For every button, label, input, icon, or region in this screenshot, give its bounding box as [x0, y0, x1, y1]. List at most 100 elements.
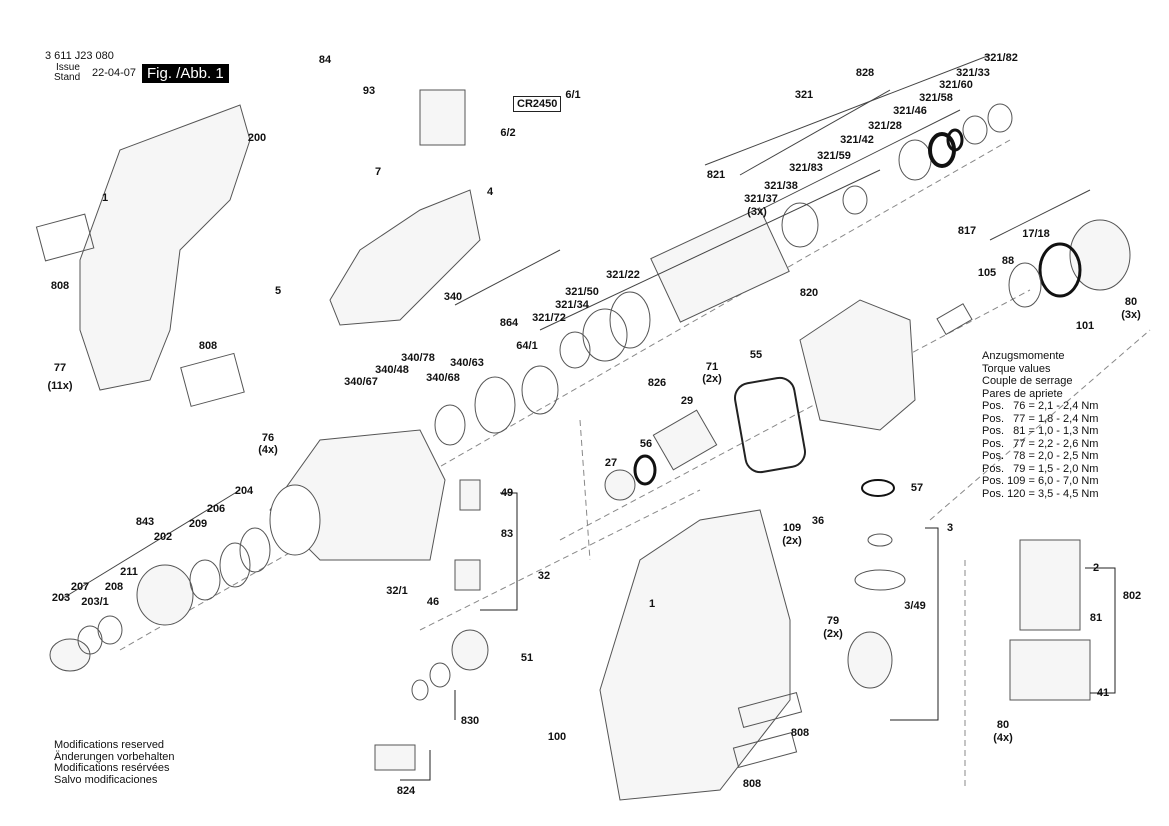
part-label: 6/2 — [500, 127, 516, 139]
part-label: 321 — [794, 89, 814, 101]
part-label: (3x) — [747, 206, 767, 218]
part-label: 5 — [274, 285, 282, 297]
part-label: 109 — [782, 522, 802, 534]
part-label: 36 — [811, 515, 825, 527]
part-label: 71 — [705, 361, 719, 373]
part-label: 204 — [234, 485, 254, 497]
part-label: 202 — [153, 531, 173, 543]
part-label: 6/1 — [565, 89, 581, 101]
torque-title-en: Torque values — [982, 362, 1051, 375]
part-label: 203 — [51, 592, 71, 604]
footer-line: Modifications resérvées — [54, 762, 170, 774]
part-label: 56 — [639, 438, 653, 450]
part-label: 211 — [120, 566, 138, 578]
part-label: 100 — [547, 731, 567, 743]
part-label: 321/38 — [764, 180, 798, 192]
part-label: 321/82 — [984, 52, 1018, 64]
part-label: (2x) — [823, 628, 843, 640]
part-label: 101 — [1075, 320, 1095, 332]
part-label: 32 — [537, 570, 551, 582]
part-label: 57 — [910, 482, 924, 494]
part-label: 203/1 — [81, 596, 109, 608]
torque-row: Pos. 79 = 1,5 - 2,0 Nm — [982, 462, 1099, 475]
part-label: 340/78 — [401, 352, 435, 364]
part-label: 808 — [198, 340, 218, 352]
torque-row: Pos. 78 = 2,0 - 2,5 Nm — [982, 450, 1099, 462]
part-label: 80 — [996, 719, 1010, 731]
battery-label: CR2450 — [513, 96, 562, 112]
torque-title-fr: Couple de serrage — [982, 375, 1073, 387]
footer-notice: Modifications reserved Änderungen vorbeh… — [54, 739, 175, 786]
part-label: 1 — [648, 598, 656, 610]
part-label: 321/42 — [840, 134, 874, 146]
part-label: 88 — [1001, 255, 1015, 267]
torque-table: Anzugsmomente Torque values Couple de se… — [982, 350, 1098, 500]
part-label: 64/1 — [516, 340, 538, 352]
part-label: 3/49 — [904, 600, 926, 612]
part-label: 321/83 — [789, 162, 823, 174]
part-label: 321/72 — [532, 312, 566, 324]
part-label: 200 — [247, 132, 267, 144]
part-label: 55 — [749, 349, 763, 361]
gear-housing — [799, 299, 916, 431]
part-label: 340 — [443, 291, 463, 303]
part-label: (11x) — [47, 380, 73, 392]
part-label: 29 — [680, 395, 694, 407]
part-label: 340/63 — [450, 357, 484, 369]
part-label: (3x) — [1121, 309, 1141, 321]
part-label: 321/33 — [956, 67, 990, 79]
part-label: (2x) — [782, 535, 802, 547]
torque-row: Pos. 81 = 1,0 - 1,3 Nm — [982, 425, 1099, 437]
part-label: 207 — [70, 581, 90, 593]
part-label: 80 — [1124, 296, 1138, 308]
part-label: 802 — [1122, 590, 1142, 602]
part-label: 32/1 — [386, 585, 408, 597]
part-label: 321/22 — [606, 269, 640, 281]
part-label: 27 — [604, 457, 618, 469]
part-label: 77 — [53, 362, 67, 374]
footer-line: Modifications reserved — [54, 739, 165, 751]
part-label: 808 — [742, 778, 762, 790]
part-label: 340/48 — [375, 364, 409, 376]
document-number: 3 611 J23 080 — [45, 50, 114, 62]
torque-row: Pos. 76 = 2,1 - 2,4 Nm — [982, 400, 1099, 412]
part-label: 864 — [499, 317, 519, 329]
part-label: 808 — [50, 280, 70, 292]
part-label: 824 — [396, 785, 416, 797]
part-label: 209 — [188, 518, 208, 530]
part-label: 79 — [826, 615, 840, 627]
issue-date: 22-04-07 — [92, 67, 137, 79]
figure-label: Fig. /Abb. 1 — [142, 64, 229, 83]
part-label: 340/68 — [426, 372, 460, 384]
part-label: 93 — [362, 85, 376, 97]
stand-label: Stand — [54, 72, 81, 83]
torque-row: Pos. 77 = 1,8 - 2,4 Nm — [982, 412, 1099, 425]
part-label: 83 — [500, 528, 514, 540]
part-label: 321/34 — [555, 299, 589, 311]
footer-line: Änderungen vorbehalten — [54, 750, 175, 763]
part-label: 4 — [486, 186, 494, 198]
part-label: 81 — [1089, 612, 1103, 624]
part-label: 321/59 — [817, 150, 851, 162]
part-label: 821 — [706, 169, 726, 181]
part-label: 76 — [261, 432, 275, 444]
part-label: 321/60 — [939, 79, 973, 91]
part-label: 49 — [500, 487, 514, 499]
issue-label: Issue — [56, 62, 80, 73]
part-label: 46 — [426, 596, 440, 608]
part-label: 1 — [101, 192, 109, 204]
part-label: 3 — [946, 522, 954, 534]
bracket-4 — [329, 189, 481, 326]
part-label: 820 — [799, 287, 819, 299]
part-label: 105 — [977, 267, 997, 279]
torque-row: Pos. 109 = 6,0 - 7,0 Nm — [982, 475, 1099, 487]
part-label: 41 — [1096, 687, 1110, 699]
part-label: 321/50 — [565, 286, 599, 298]
part-label: 817 — [957, 225, 977, 237]
part-label: 321/58 — [919, 92, 953, 104]
housing-left — [79, 104, 251, 391]
torque-row: Pos. 77 = 2,2 - 2,6 Nm — [982, 437, 1099, 450]
part-label: 826 — [647, 377, 667, 389]
